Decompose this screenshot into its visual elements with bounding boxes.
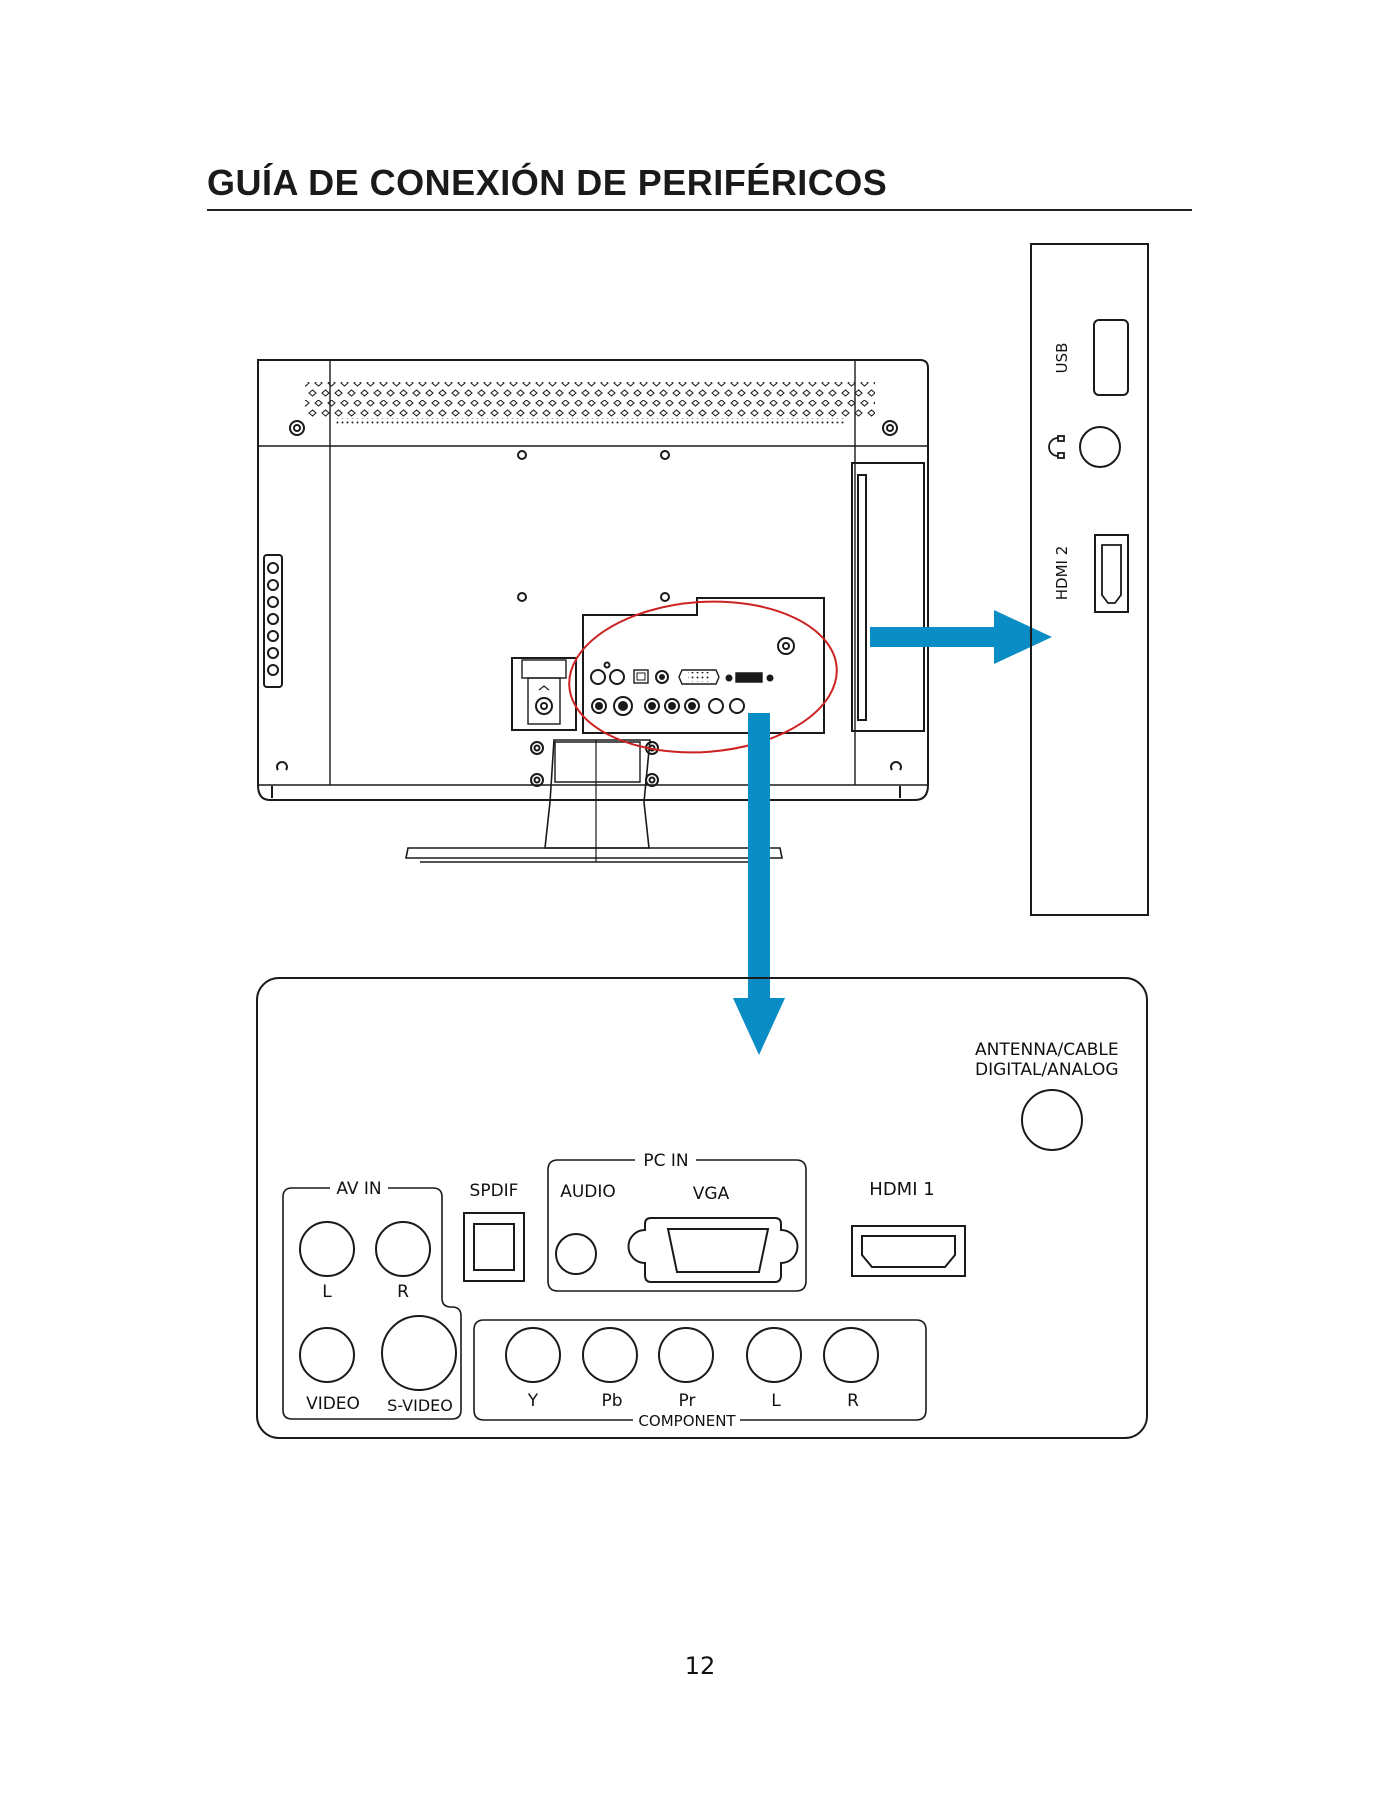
spdif-label: SPDIF	[470, 1181, 519, 1201]
page-title: GUÍA DE CONEXIÓN DE PERIFÉRICOS	[207, 162, 888, 203]
av-r-label: R	[397, 1282, 409, 1302]
arrow-down-icon	[733, 713, 785, 1055]
headphone-jack	[1079, 426, 1121, 468]
svideo-label: S-VIDEO	[387, 1396, 453, 1415]
comp-y-label: Y	[527, 1391, 539, 1411]
hdmi2-label: HDMI 2	[1053, 546, 1071, 601]
av-l-jack	[299, 1221, 355, 1277]
tv-back	[257, 359, 929, 863]
title-rule	[207, 209, 1192, 211]
usb-label: USB	[1053, 343, 1071, 374]
pc-in-label: PC IN	[643, 1151, 688, 1171]
comp-pr-jack	[658, 1327, 714, 1383]
component-label: COMPONENT	[638, 1412, 736, 1430]
hdmi1-label: HDMI 1	[869, 1179, 934, 1200]
svideo-jack	[381, 1315, 457, 1391]
highlight-ellipse	[568, 600, 838, 754]
vga-label: VGA	[693, 1184, 730, 1204]
video-jack	[299, 1327, 355, 1383]
antenna-label-2: DIGITAL/ANALOG	[975, 1060, 1119, 1080]
comp-r-jack	[823, 1327, 879, 1383]
comp-l-jack	[746, 1327, 802, 1383]
av-r-jack	[375, 1221, 431, 1277]
spdif-port	[463, 1212, 525, 1282]
hdmi2-port	[1094, 534, 1129, 613]
headphone-icon	[1048, 435, 1065, 459]
video-label: VIDEO	[306, 1394, 360, 1414]
comp-pb-jack	[582, 1327, 638, 1383]
pc-audio-jack	[555, 1233, 597, 1275]
hdmi1-port	[851, 1225, 966, 1277]
antenna-jack	[1021, 1089, 1083, 1151]
comp-pb-label: Pb	[601, 1391, 622, 1411]
usb-port	[1093, 319, 1129, 396]
arrow-right-icon	[870, 610, 1052, 664]
antenna-label-1: ANTENNA/CABLE	[975, 1040, 1119, 1060]
av-in-label: AV IN	[336, 1179, 381, 1199]
comp-pr-label: Pr	[679, 1391, 696, 1411]
audio-label: AUDIO	[560, 1182, 616, 1202]
rear-panel	[256, 977, 1148, 1439]
page-number: 12	[684, 1652, 716, 1680]
comp-y-jack	[505, 1327, 561, 1383]
comp-r-label: R	[847, 1391, 859, 1411]
comp-l-label: L	[771, 1391, 781, 1411]
vga-port	[627, 1217, 799, 1283]
side-panel	[1030, 243, 1149, 916]
av-l-label: L	[322, 1282, 332, 1302]
